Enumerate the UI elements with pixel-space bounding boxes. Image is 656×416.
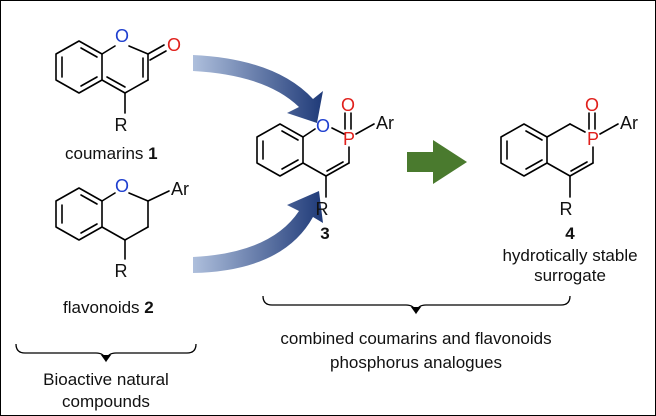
compound4-structure: O P Ar R xyxy=(500,95,638,219)
flavonoid-oxygen-ring: O xyxy=(115,176,129,196)
compound4-r-group: R xyxy=(560,199,573,219)
compound3-r-group: R xyxy=(316,199,329,219)
conversion-arrow xyxy=(407,140,467,184)
compound3-phosphorus: P xyxy=(343,129,355,149)
compound3-number: 3 xyxy=(320,224,329,243)
compound3-oxygen-ring: O xyxy=(316,116,330,136)
compound3-oxygen-oxo: O xyxy=(341,95,355,115)
flavonoid-r-group: R xyxy=(115,261,128,281)
bioactive-brace-pointer xyxy=(101,355,111,362)
compound4-number: 4 xyxy=(565,224,575,243)
compound4-aryl: Ar xyxy=(620,113,638,133)
combined-line1: combined coumarins and flavonoids xyxy=(280,329,551,348)
coumarin-label: coumarins 1 xyxy=(65,144,158,163)
arrow-from-flavonoid xyxy=(193,191,323,273)
coumarin-r-group: R xyxy=(115,115,128,135)
coumarin-oxygen-carbonyl: O xyxy=(167,35,181,55)
compound4-oxygen-oxo: O xyxy=(585,95,599,115)
bioactive-line1: Bioactive natural xyxy=(43,370,169,389)
combined-line2: phosphorus analogues xyxy=(330,353,502,372)
arrow-from-coumarin xyxy=(193,55,323,123)
compound3-structure: O O P Ar R xyxy=(256,95,394,219)
compound4-desc-line1: hydrotically stable xyxy=(502,246,637,265)
compound4-phosphorus: P xyxy=(587,129,599,149)
compound4-desc-line2: surrogate xyxy=(534,266,606,285)
compound3-aryl: Ar xyxy=(376,113,394,133)
bioactive-line2: compounds xyxy=(62,392,150,411)
combined-brace-pointer xyxy=(411,307,421,314)
flavonoid-aryl: Ar xyxy=(171,179,189,199)
coumarin-number: 1 xyxy=(148,144,157,163)
coumarin-structure: O O R xyxy=(55,26,181,135)
flavonoid-label-text: flavonoids xyxy=(63,298,140,317)
flavonoid-structure: O Ar R xyxy=(55,176,189,281)
flavonoid-label: flavonoids 2 xyxy=(63,298,154,317)
flavonoid-number: 2 xyxy=(144,298,153,317)
coumarin-label-text: coumarins xyxy=(65,144,143,163)
coumarin-oxygen-ring: O xyxy=(115,26,129,46)
